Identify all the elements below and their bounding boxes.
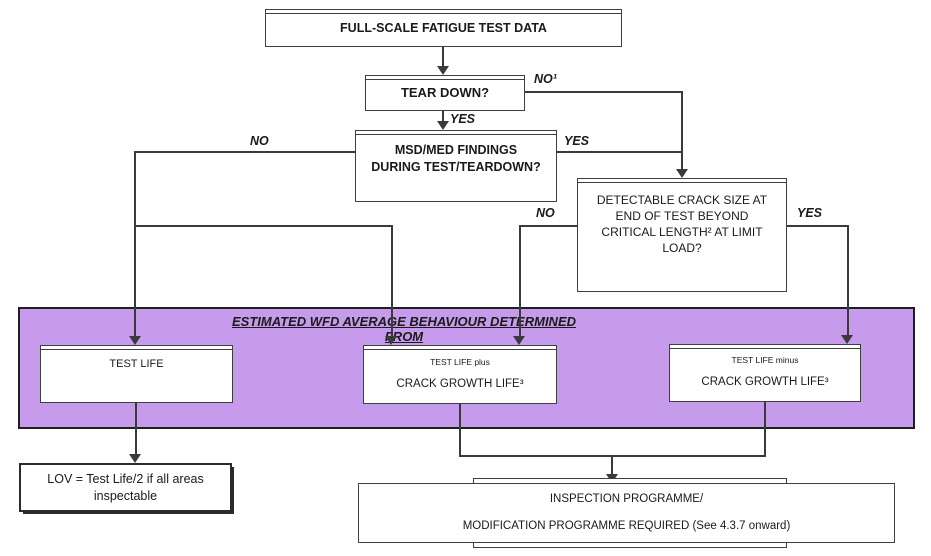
connector-msd-no-v xyxy=(134,151,136,338)
node-minus-label: CRACK GROWTH LIFE³ xyxy=(701,376,829,389)
label-msd-no: NO xyxy=(250,134,269,148)
node-msd-med-line2: DURING TEST/TEARDOWN? xyxy=(371,160,541,174)
arrowhead-into-test-life xyxy=(129,336,141,345)
node-full-scale-fatigue-test-data-label: FULL-SCALE FATIGUE TEST DATA xyxy=(340,20,547,35)
node-plus-label: CRACK GROWTH LIFE³ xyxy=(396,377,524,390)
node-inspection-programme: INSPECTION PROGRAMME/ MODIFICATION PROGR… xyxy=(358,483,895,543)
node-test-life-minus-crack-growth: TEST LIFE minus CRACK GROWTH LIFE³ xyxy=(669,344,861,402)
connector-detect-no-v xyxy=(519,225,521,338)
arrowhead-into-teardown xyxy=(437,66,449,75)
connector-branch-h xyxy=(135,225,393,227)
node-test-life: TEST LIFE xyxy=(40,345,233,403)
arrowhead-into-msd xyxy=(437,121,449,130)
node-lov-line2: inspectable xyxy=(93,488,158,503)
arrowhead-into-plus-left xyxy=(385,336,397,345)
node-test-life-label: TEST LIFE xyxy=(109,357,164,370)
node-inspection-line2: MODIFICATION PROGRAMME REQUIRED (See 4.3… xyxy=(462,519,791,532)
node-test-life-plus-crack-growth: TEST LIFE plus CRACK GROWTH LIFE³ xyxy=(363,345,557,404)
connector-testlife-to-lov xyxy=(135,403,137,455)
connector-branch-v xyxy=(391,225,393,338)
node-msd-med-line1: MSD/MED FINDINGS xyxy=(394,143,518,158)
arrowhead-into-lov xyxy=(129,454,141,463)
connector-teardown-yes xyxy=(442,111,444,123)
node-lov-result: LOV = Test Life/2 if all areas inspectab… xyxy=(19,463,232,512)
label-detect-no: NO xyxy=(536,206,555,220)
node-detectable-crack-size: DETECTABLE CRACK SIZE AT END OF TEST BEY… xyxy=(577,178,787,292)
connector-detect-no-h xyxy=(520,225,578,227)
node-detectable-line3: CRITICAL LENGTH² AT LIMIT xyxy=(601,225,763,239)
connector-into-inspection xyxy=(611,455,613,476)
connector-teardown-no-v xyxy=(681,91,683,170)
connector-plus-down xyxy=(459,404,461,456)
node-full-scale-fatigue-test-data: FULL-SCALE FATIGUE TEST DATA xyxy=(265,9,622,47)
label-msd-yes: YES xyxy=(564,134,590,148)
label-teardown-no: NO¹ xyxy=(534,72,557,86)
estimated-wfd-band-title: ESTIMATED WFD AVERAGE BEHAVIOUR DETERMIN… xyxy=(231,314,577,344)
connector-detect-yes-h xyxy=(787,225,849,227)
connector-msd-no-h xyxy=(135,151,356,153)
node-tear-down: TEAR DOWN? xyxy=(365,75,525,111)
connector-minus-down xyxy=(764,402,766,456)
connector-fatigue-to-teardown xyxy=(442,47,444,68)
node-detectable-line1: DETECTABLE CRACK SIZE AT xyxy=(596,192,768,207)
label-teardown-yes: YES xyxy=(450,112,476,126)
node-detectable-line4: LOAD? xyxy=(662,241,702,256)
connector-msd-yes-h xyxy=(557,151,683,153)
connector-detect-yes-v xyxy=(847,225,849,337)
node-lov-line1: LOV = Test Life/2 if all areas xyxy=(47,471,204,486)
node-detectable-line2: END OF TEST BEYOND xyxy=(615,208,749,223)
node-msd-med-findings: MSD/MED FINDINGS DURING TEST/TEARDOWN? xyxy=(355,130,557,202)
node-inspection-line1: INSPECTION PROGRAMME/ xyxy=(549,492,704,505)
node-plus-qualifier: TEST LIFE plus xyxy=(430,356,490,367)
connector-teardown-no-h xyxy=(525,91,683,93)
arrowhead-into-detectable xyxy=(676,169,688,178)
node-tear-down-label: TEAR DOWN? xyxy=(400,85,490,101)
label-detect-yes: YES xyxy=(797,206,823,220)
arrowhead-into-plus-right xyxy=(513,336,525,345)
node-minus-qualifier: TEST LIFE minus xyxy=(731,355,799,365)
arrowhead-into-minus xyxy=(841,335,853,344)
